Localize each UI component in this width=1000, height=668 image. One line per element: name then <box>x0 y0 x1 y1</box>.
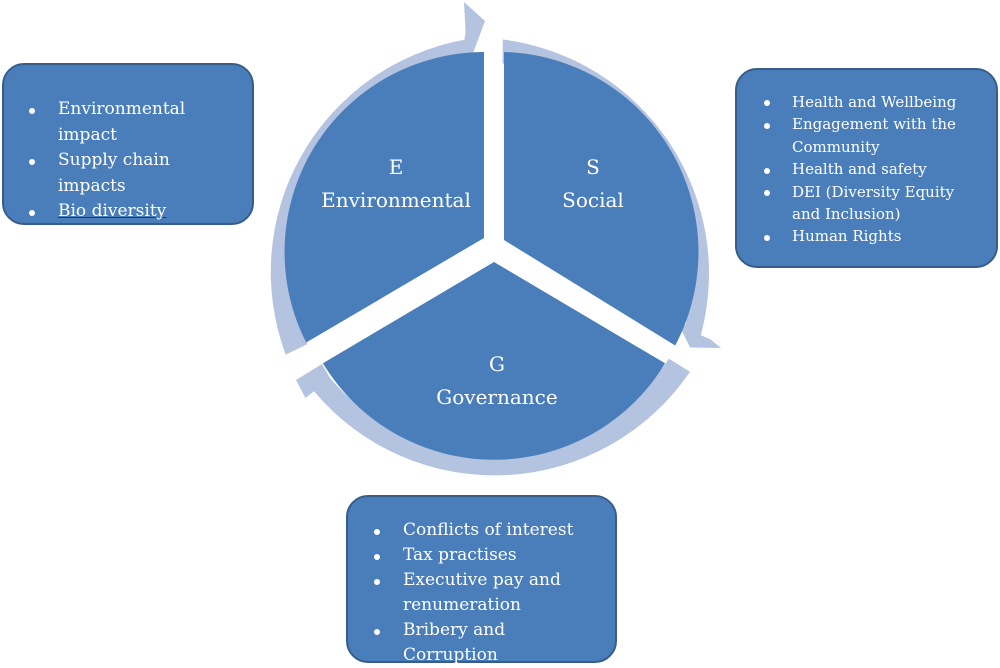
list-item: Health and Wellbeing <box>764 91 986 113</box>
social-letter: S <box>586 155 600 179</box>
segment-environmental <box>284 52 484 343</box>
social-details-box: Health and Wellbeing Engagement with the… <box>735 68 998 268</box>
list-item: Supply chain impacts <box>29 148 238 199</box>
list-item: Conflicts of interest <box>374 518 605 543</box>
environmental-label: Environmental <box>321 188 471 212</box>
social-list: Health and Wellbeing Engagement with the… <box>764 91 986 248</box>
list-item: Tax practises <box>374 543 605 568</box>
governance-details-box: Conflicts of interest Tax practises Exec… <box>346 495 617 665</box>
segment-social <box>504 52 699 346</box>
list-item: DEI (Diversity Equity and Inclusion) <box>764 181 986 226</box>
governance-letter: G <box>489 352 505 376</box>
arrow-governance-to-environmental <box>296 358 690 476</box>
environmental-details-box: Environmental impact Supply chain impact… <box>2 63 254 225</box>
governance-label: Governance <box>436 385 557 409</box>
list-item: Health and safety <box>764 158 986 180</box>
governance-list: Conflicts of interest Tax practises Exec… <box>374 518 605 668</box>
environmental-letter: E <box>389 155 404 179</box>
environmental-list: Environmental impact Supply chain impact… <box>29 97 238 225</box>
list-item: Environmental impact <box>29 97 238 148</box>
social-label: Social <box>562 188 624 212</box>
list-item: Bribery and Corruption <box>374 618 605 668</box>
list-item: Human Rights <box>764 225 986 247</box>
list-item: Executive pay and renumeration <box>374 568 605 618</box>
list-item: Bio diversity <box>29 199 238 225</box>
list-item: Engagement with the Community <box>764 113 986 158</box>
cycle-segments <box>284 52 699 460</box>
segment-governance <box>322 262 666 460</box>
